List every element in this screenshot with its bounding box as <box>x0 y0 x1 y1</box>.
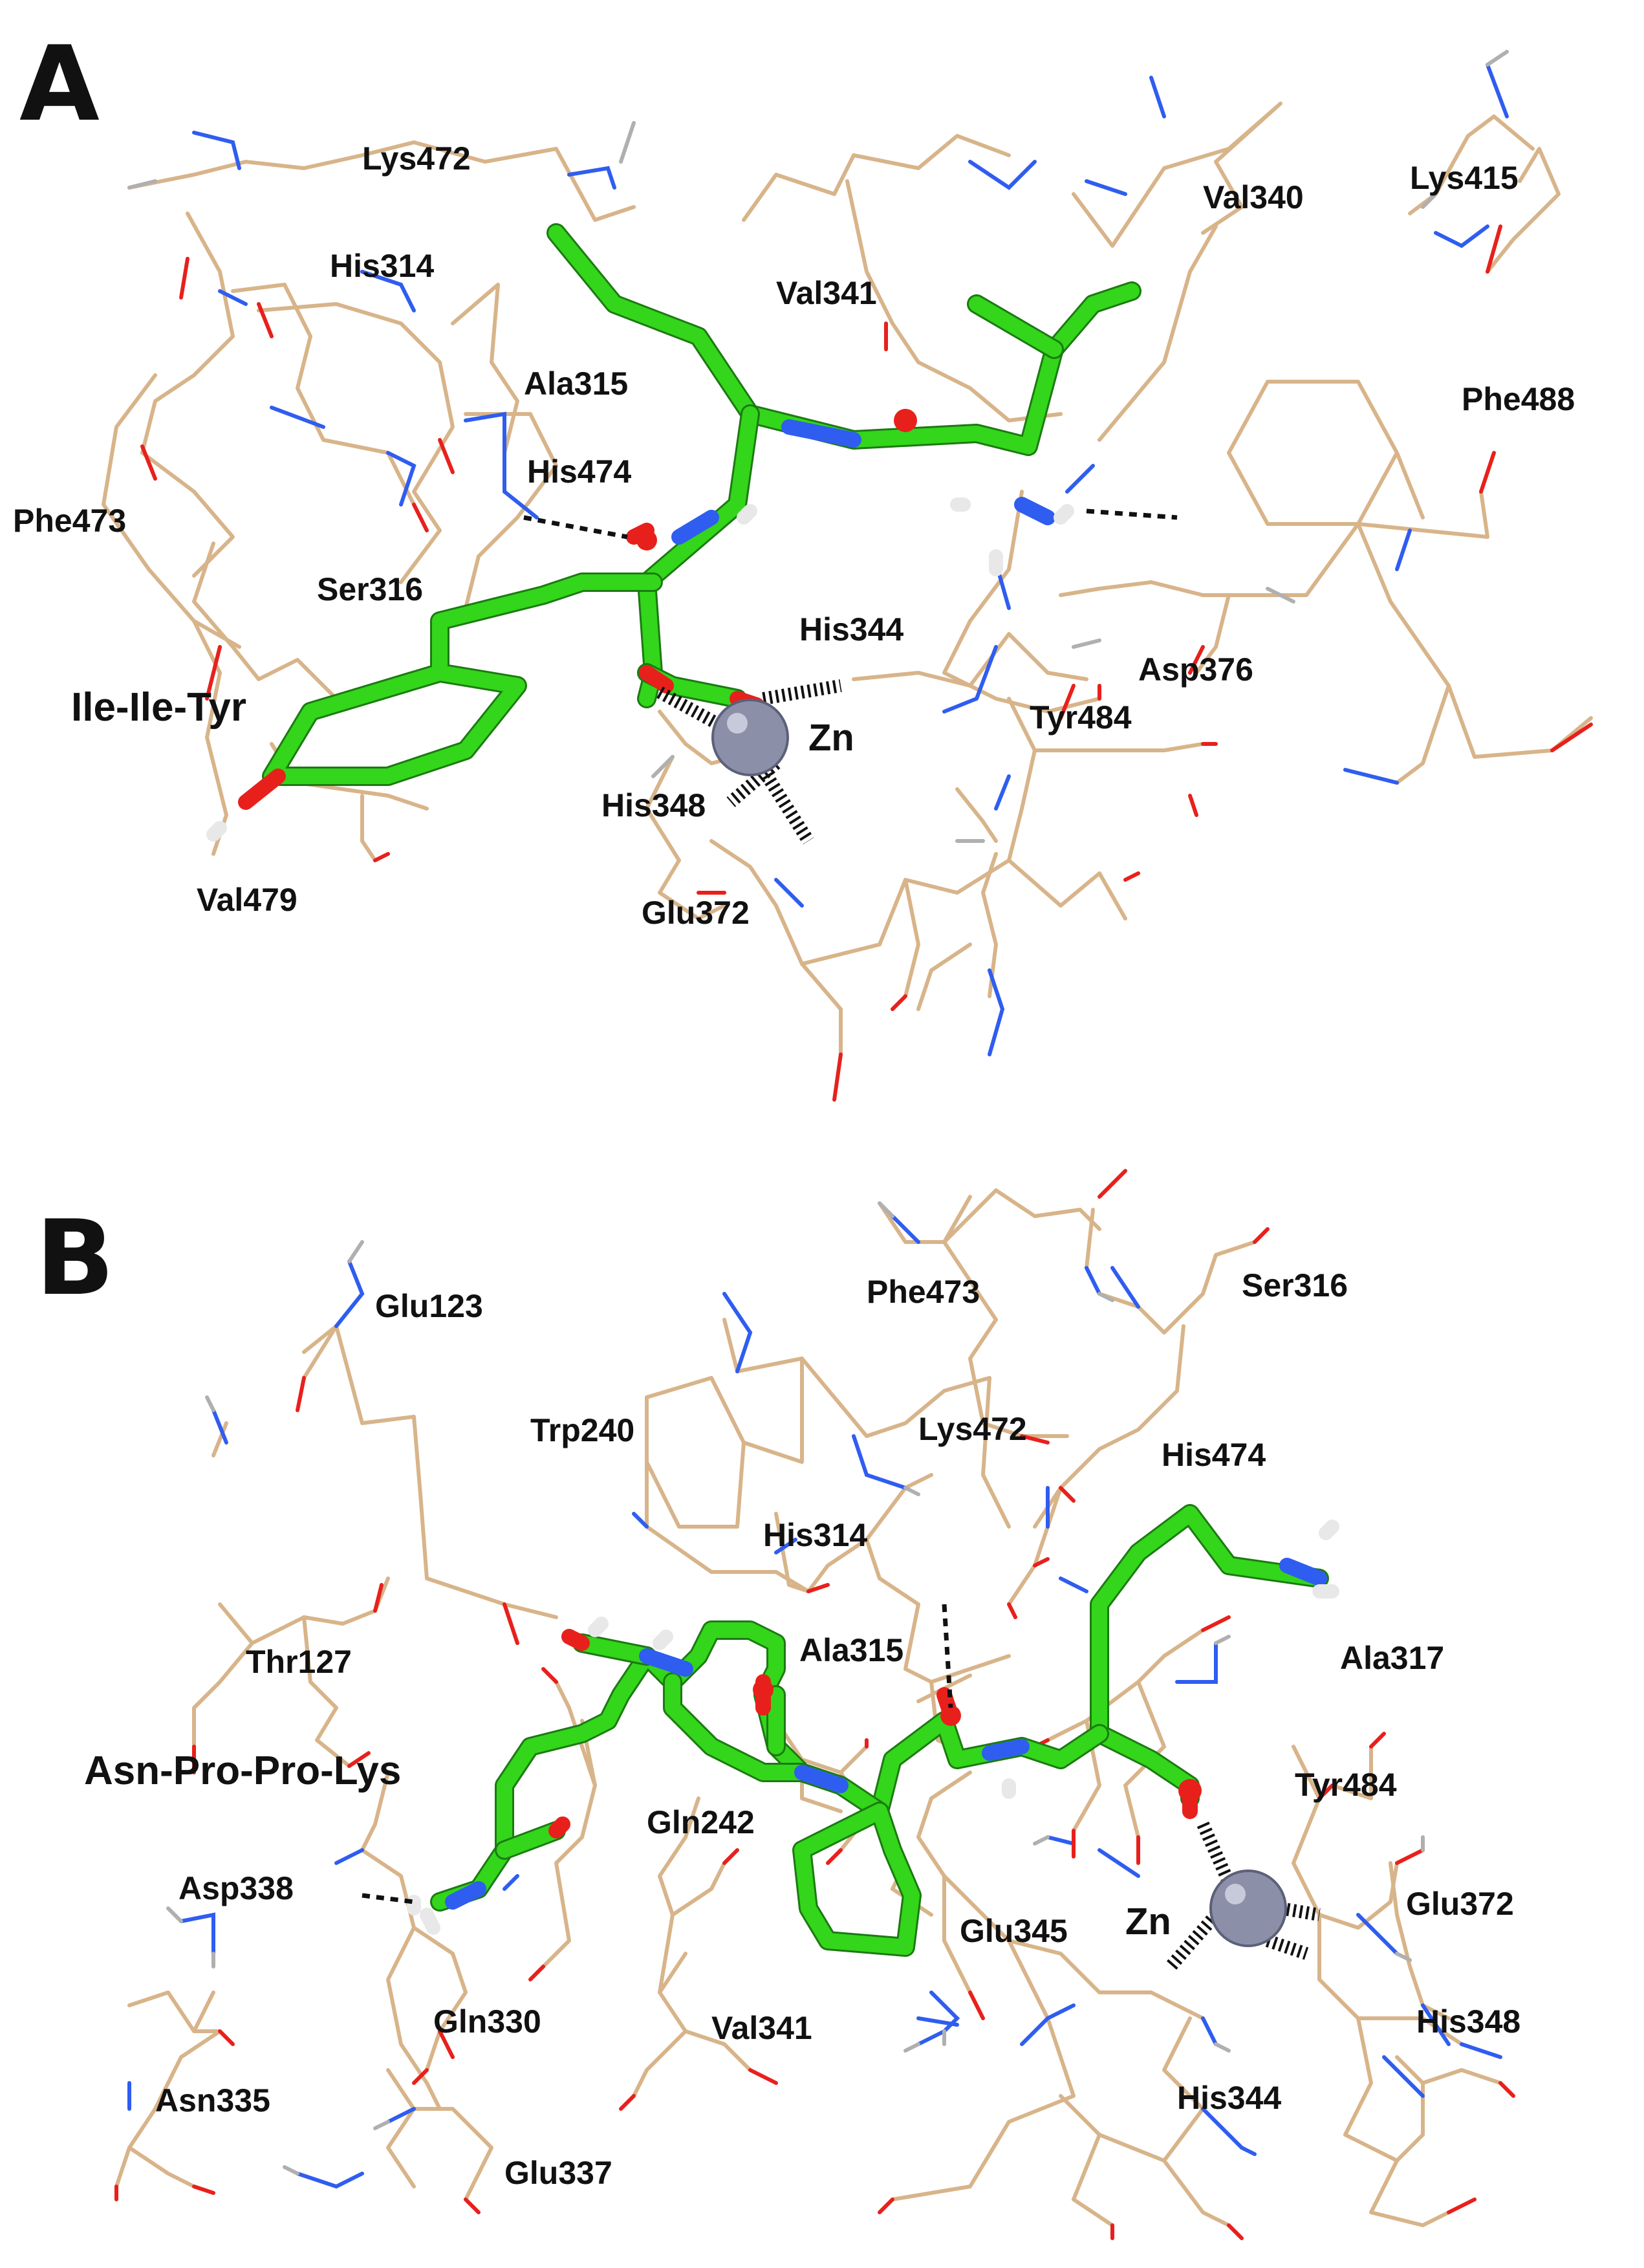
panel-b-label-his314: His314 <box>763 1517 867 1553</box>
panel-b-label-phe473: Phe473 <box>867 1274 980 1310</box>
panel-b-letter: B <box>36 1197 114 1318</box>
panel-b-label-his344: His344 <box>1177 2080 1281 2116</box>
panel-a-label-his314: His314 <box>330 248 434 284</box>
panel-b-label-asp338: Asp338 <box>178 1870 294 1906</box>
panel-b-label-asn335: Asn335 <box>155 2082 270 2119</box>
panel-b-label-trp240: Trp240 <box>530 1412 634 1448</box>
panel-a-interactions <box>523 508 1178 845</box>
panel-b-residue-sticks <box>114 1188 1502 2227</box>
panel-b-label-glu345: Glu345 <box>960 1913 1068 1949</box>
panel-a-label-val341: Val341 <box>776 275 877 311</box>
panel-a-ligand-sticks <box>206 223 1141 842</box>
panel-a-label-ala315: Ala315 <box>524 365 628 402</box>
panel-a-label-phe473: Phe473 <box>13 503 126 539</box>
panel-b-heteroatom-ends <box>127 1214 1502 2189</box>
panel-b-label-lys472: Lys472 <box>918 1411 1027 1447</box>
panel-b-ligand-sticks <box>407 1504 1339 1957</box>
panel-a-label-glu372: Glu372 <box>642 895 750 931</box>
panel-a-label-lys415: Lys415 <box>1410 160 1519 196</box>
panel-a-label-val340: Val340 <box>1203 179 1304 215</box>
panel-a-label-his348: His348 <box>601 787 706 823</box>
panel-a-zn-label: Zn <box>808 717 854 759</box>
panel-a-hydrogen-ends <box>127 50 1509 843</box>
panel-b-label-ser316: Ser316 <box>1242 1267 1348 1303</box>
panel-a-label-ser316: Ser316 <box>317 571 423 607</box>
panel-b-label-thr127: Thr127 <box>246 1644 352 1680</box>
panel-b-interactions <box>362 1604 1321 1971</box>
panel-a: A <box>13 23 1593 1102</box>
panel-b-zn-label: Zn <box>1125 1901 1171 1943</box>
panel-b-ligand-label: Asn-Pro-Pro-Lys <box>84 1749 401 1793</box>
panel-a-label-his344: His344 <box>799 611 903 648</box>
panel-b-label-his474: His474 <box>1162 1437 1266 1473</box>
panel-a-ligand-label: Ile-Ile-Tyr <box>71 685 246 730</box>
panel-b-label-glu123: Glu123 <box>375 1288 483 1324</box>
panel-b-label-gln242: Gln242 <box>647 1804 755 1840</box>
panel-a-oxygen-ends <box>140 224 1593 1102</box>
panel-a-label-asp376: Asp376 <box>1138 651 1253 688</box>
panel-a-letter: A <box>19 23 100 144</box>
panel-b: B <box>36 1169 1520 2240</box>
panel-a-label-lys472: Lys472 <box>362 140 471 177</box>
panel-b-label-gln330: Gln330 <box>433 2003 541 2040</box>
panel-b-label-ala317: Ala317 <box>1340 1640 1444 1676</box>
panel-a-heteroatom-ends <box>192 63 1509 1056</box>
panel-b-label-glu372: Glu372 <box>1406 1886 1514 1922</box>
panel-b-hydrogen-ends <box>166 1201 1425 2175</box>
panel-b-oxygen-ends <box>114 1169 1515 2240</box>
panel-a-label-phe488: Phe488 <box>1462 381 1575 417</box>
panel-b-label-his348: His348 <box>1416 2003 1520 2040</box>
panel-b-label-ala315: Ala315 <box>799 1632 903 1668</box>
panel-a-label-tyr484: Tyr484 <box>1030 699 1132 736</box>
panel-a-label-his474: His474 <box>527 453 631 490</box>
panel-b-label-val341: Val341 <box>711 2010 812 2046</box>
panel-b-label-tyr484: Tyr484 <box>1295 1767 1397 1803</box>
panel-a-label-val479: Val479 <box>197 882 297 918</box>
panel-b-label-glu337: Glu337 <box>504 2155 612 2191</box>
